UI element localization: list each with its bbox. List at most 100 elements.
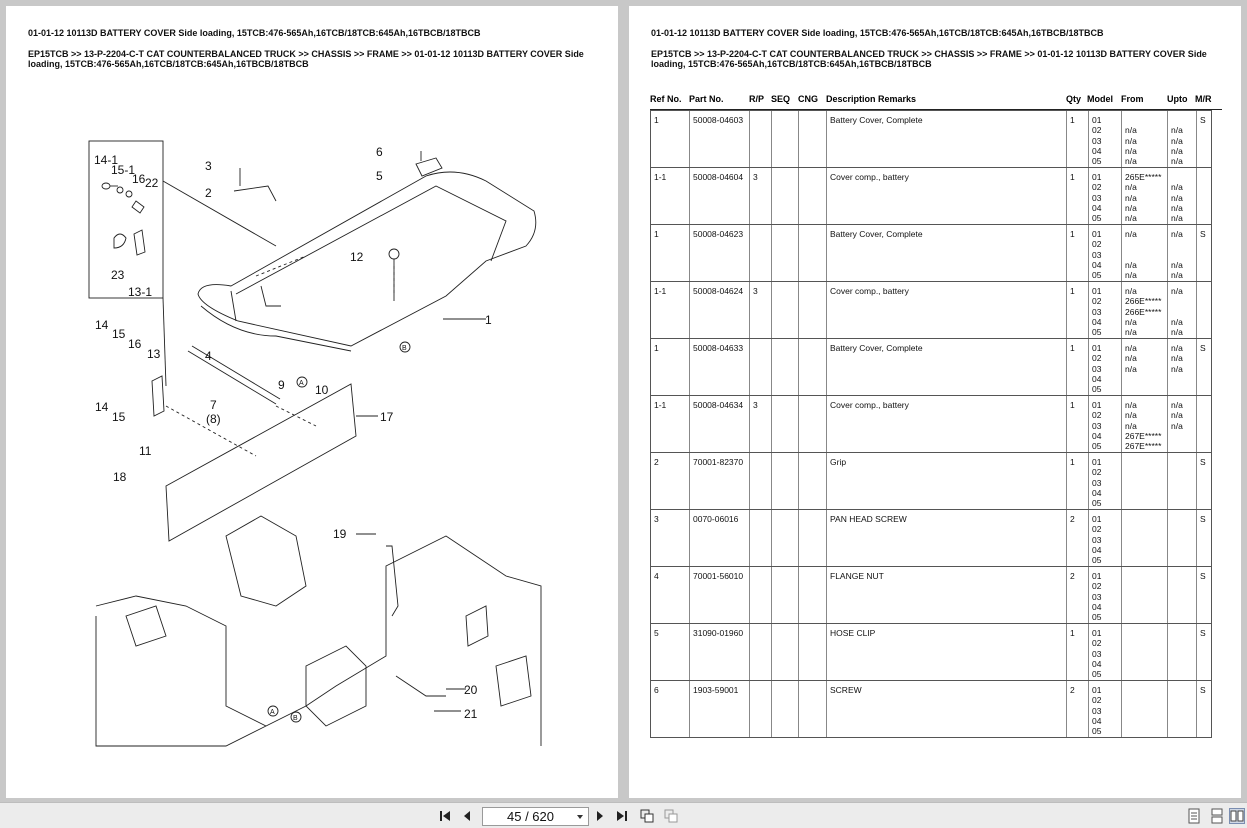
cell-part-no: 50008-04624 [690, 282, 750, 338]
cell-from-line [1125, 581, 1164, 591]
cell-upto-line [1171, 441, 1193, 451]
cell-model-line: 03 [1092, 705, 1102, 716]
cell-model-line: 03 [1092, 534, 1102, 545]
cell-from-line [1125, 250, 1164, 260]
cell-mr [1197, 282, 1213, 338]
first-page-icon[interactable] [437, 808, 453, 824]
cell-model-line: 03 [1092, 420, 1102, 431]
svg-text:13-1: 13-1 [128, 285, 152, 299]
cell-model-line: 01 [1092, 229, 1102, 239]
col-desc: Description Remarks [826, 94, 917, 104]
cell-from-line [1125, 669, 1164, 679]
cell-from-line: n/a [1125, 156, 1137, 167]
svg-text:18: 18 [113, 470, 127, 484]
two-page-view-icon[interactable] [1229, 808, 1245, 824]
cell-qty: 2 [1067, 567, 1089, 623]
cell-model-line: 05 [1092, 498, 1102, 509]
cell-from-line [1125, 514, 1164, 524]
cell-cng [799, 510, 827, 566]
col-qty: Qty [1066, 94, 1082, 104]
cell-from [1122, 510, 1168, 566]
cell-model-line: 05 [1092, 270, 1102, 281]
scroll-view-icon[interactable] [1209, 808, 1225, 824]
cell-mr [1197, 168, 1213, 224]
cell-from-line: n/a [1125, 145, 1137, 156]
svg-text:15-1: 15-1 [111, 163, 135, 177]
cell-upto [1168, 510, 1197, 566]
cell-part-no: 50008-04633 [690, 339, 750, 395]
continuous-icon[interactable] [663, 808, 679, 824]
page-number-value: 45 / 620 [507, 809, 554, 824]
svg-text:15: 15 [112, 327, 126, 341]
cell-upto-line [1171, 638, 1193, 648]
col-mr: M/R [1195, 94, 1212, 104]
cell-from-line: n/a [1125, 229, 1137, 239]
cell-upto-line [1171, 467, 1193, 477]
cell-rp [750, 225, 772, 281]
svg-text:A: A [270, 709, 275, 716]
cell-model-line: 05 [1092, 669, 1102, 680]
cell-seq [772, 339, 799, 395]
cell-from-line [1125, 716, 1164, 726]
cell-mr: S [1200, 457, 1206, 467]
cell-upto-line: n/a [1171, 343, 1183, 353]
right-page: 01-01-12 10113D BATTERY COVER Side loadi… [629, 6, 1241, 798]
facing-pages-icon[interactable] [639, 808, 655, 824]
cell-upto-line: n/a [1171, 410, 1183, 421]
cell-model-line: 03 [1092, 591, 1102, 602]
cell-description: Cover comp., battery [827, 396, 1067, 452]
cell-part-no: 1903-59001 [690, 681, 750, 737]
cell-ref: 1 [651, 225, 690, 281]
cell-model-line: 01 [1092, 685, 1102, 695]
cell-model-line: 02 [1092, 638, 1102, 649]
single-page-view-icon[interactable] [1186, 808, 1202, 824]
cell-upto-line [1171, 250, 1193, 260]
cell-upto [1168, 681, 1197, 737]
pdf-toolbar: 45 / 620 [0, 802, 1247, 828]
cell-seq [772, 510, 799, 566]
cell-description: HOSE CLIP [827, 624, 1067, 680]
cell-mr: S [1200, 628, 1206, 638]
last-page-icon[interactable] [614, 808, 630, 824]
cell-upto-line [1171, 384, 1193, 394]
cell-part-no: 50008-04634 [690, 396, 750, 452]
cell-from-line: 266E***** [1125, 296, 1162, 307]
cell-model-line: 05 [1092, 441, 1102, 452]
cell-upto-line [1171, 555, 1193, 565]
cell-from-line [1125, 488, 1164, 498]
cell-from-line [1125, 695, 1164, 705]
cell-description: Battery Cover, Complete [827, 111, 1067, 167]
cell-description: Cover comp., battery [827, 282, 1067, 338]
cell-ref: 1-1 [651, 396, 690, 452]
next-page-icon[interactable] [592, 808, 608, 824]
prev-page-icon[interactable] [459, 808, 475, 824]
col-upto: Upto [1167, 94, 1188, 104]
page-number-select[interactable]: 45 / 620 [482, 807, 589, 826]
cell-cng [799, 453, 827, 509]
cell-model-line: 02 [1092, 353, 1102, 364]
cell-upto-line: n/a [1171, 286, 1183, 296]
cell-upto-line [1171, 498, 1193, 508]
svg-text:16: 16 [128, 337, 142, 351]
cell-model-line: 05 [1092, 156, 1102, 167]
svg-text:12: 12 [350, 250, 364, 264]
cell-model-line: 02 [1092, 296, 1102, 307]
cell-model-line: 05 [1092, 384, 1102, 395]
cell-upto-line: n/a [1171, 229, 1183, 239]
cell-upto-line: n/a [1171, 400, 1183, 410]
cell-cng [799, 681, 827, 737]
cell-upto-line [1171, 457, 1193, 467]
